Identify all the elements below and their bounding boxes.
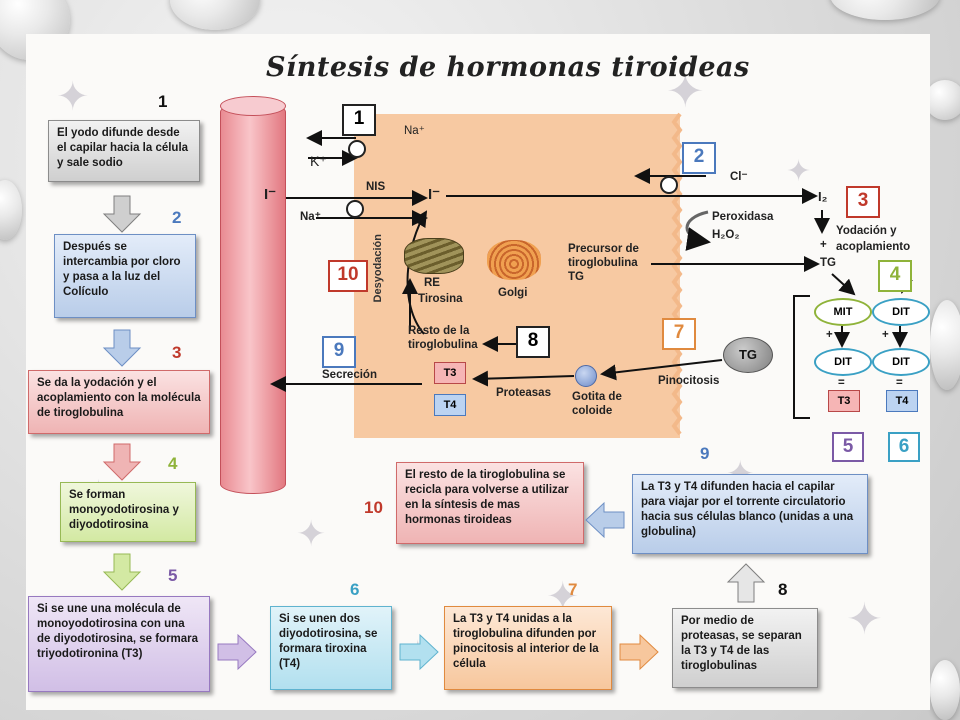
- label-i2: I₂: [818, 189, 828, 204]
- label-plus-1: +: [820, 239, 827, 251]
- label-secrecion: Secreción: [322, 369, 377, 381]
- label-h2o2: H₂O₂: [712, 229, 740, 241]
- slide-panel: ✦ ✦ ✦ ✦ ✦ ✦ ✦ ✦ ✦ ✦ Síntesis de hormonas…: [26, 34, 930, 710]
- endoplasmic-reticulum-icon: [404, 238, 464, 274]
- label-i-cell: I⁻: [428, 186, 441, 203]
- label-na-bottom: Na⁺: [300, 211, 321, 223]
- label-tg-right: TG: [820, 257, 836, 269]
- diagram-arrows: [102, 112, 913, 671]
- diagram-box-3: 3: [846, 186, 880, 218]
- step-7-box: La T3 y T4 unidas a la tiroglobulina dif…: [444, 606, 612, 690]
- nis-transporter-icon: [346, 200, 364, 218]
- step-1-box: El yodo difunde desde el capilar hacia l…: [48, 120, 200, 182]
- label-re: RE: [424, 277, 440, 289]
- label-equals-right: =: [896, 377, 903, 389]
- dit-oval-right: DIT: [872, 348, 930, 376]
- diagram-box-9: 9: [322, 336, 356, 368]
- star-decoration: ✦: [296, 514, 327, 555]
- step-10-box: El resto de la tiroglobulina se recicla …: [396, 462, 584, 544]
- step-2-box: Después se intercambia por cloro y pasa …: [54, 234, 196, 318]
- diagram-box-4: 4: [878, 260, 912, 292]
- pendrin-transporter-icon: [660, 176, 678, 194]
- golgi-icon: [487, 240, 541, 280]
- diagram-box-6: 6: [888, 432, 920, 462]
- decorative-bubble: [930, 660, 960, 720]
- step-4-box: Se forman monoyodotirosina y diyodotiros…: [60, 482, 196, 542]
- mit-oval: MIT: [814, 298, 872, 326]
- label-equals-left: =: [838, 377, 845, 389]
- dit-oval-left: DIT: [814, 348, 872, 376]
- step-number-6: 6: [350, 580, 360, 599]
- diagram-box-10: 10: [328, 260, 368, 292]
- step-number-8: 8: [778, 580, 788, 599]
- tg-molecule: TG: [723, 337, 773, 373]
- t3-molecule: T3: [434, 362, 466, 384]
- label-precursor: Precursor de tiroglobulina TG: [568, 243, 639, 283]
- diagram-box-8: 8: [516, 326, 550, 358]
- decorative-bubble: [930, 300, 960, 390]
- label-golgi: Golgi: [498, 287, 528, 299]
- step-8-box: Por medio de proteasas, se separan la T3…: [672, 608, 818, 688]
- diagram-box-1: 1: [342, 104, 376, 136]
- t4-molecule: T4: [434, 394, 466, 416]
- page-title: Síntesis de hormonas tiroideas: [266, 52, 750, 83]
- label-resto-tiroglobulina: Resto de la tiroglobulina: [408, 325, 478, 351]
- decorative-bubble: [830, 0, 940, 20]
- star-decoration: ✦: [786, 154, 812, 189]
- decorative-bubble: [925, 80, 960, 120]
- step-number-9: 9: [700, 444, 710, 463]
- diagram-box-2: 2: [682, 142, 716, 174]
- colloid-droplet-icon: [575, 365, 597, 387]
- label-plus-mit: +: [826, 329, 833, 341]
- label-plus-dit: +: [882, 329, 889, 341]
- step-5-box: Si se une una molécula de monoyodotirosi…: [28, 596, 210, 692]
- step-9-box: La T3 y T4 difunden hacia el capilar par…: [632, 474, 868, 554]
- step-number-1: 1: [158, 92, 168, 111]
- label-gotita: Gotita de coloide: [572, 391, 622, 417]
- t4-result: T4: [886, 390, 918, 412]
- step-3-box: Se da la yodación y el acoplamiento con …: [28, 370, 210, 434]
- star-decoration: ✦: [56, 74, 90, 120]
- step-number-3: 3: [172, 343, 182, 362]
- diagram-box-5: 5: [832, 432, 864, 462]
- label-k: K⁺: [310, 153, 327, 169]
- label-pinocitosis: Pinocitosis: [658, 375, 720, 387]
- dit-oval-top: DIT: [872, 298, 930, 326]
- label-acoplamiento: acoplamiento: [836, 241, 911, 253]
- step-number-5: 5: [168, 566, 178, 585]
- step-number-7: 7: [568, 580, 578, 599]
- label-tirosina: Tirosina: [418, 293, 463, 305]
- label-proteasas: Proteasas: [496, 387, 551, 399]
- label-yodacion: Yodación y: [836, 225, 897, 237]
- na-k-pump-icon: [348, 140, 366, 158]
- label-na-top: Na⁺: [404, 125, 425, 137]
- step-number-4: 4: [168, 454, 178, 473]
- label-peroxidasa: Peroxidasa: [712, 211, 774, 223]
- capillary-top: [220, 96, 286, 116]
- t3-result: T3: [828, 390, 860, 412]
- label-cl: Cl⁻: [730, 171, 748, 183]
- label-i-capillary: I⁻: [264, 186, 277, 203]
- label-desyodacion: Desyodación: [372, 234, 384, 303]
- step-6-box: Si se unen dos diyodotirosina, se formar…: [270, 606, 392, 690]
- step-number-10: 10: [364, 498, 383, 517]
- label-nis: NIS: [366, 181, 386, 193]
- star-decoration: ✦: [666, 64, 705, 118]
- star-decoration: ✦: [846, 594, 883, 645]
- capillary: [220, 102, 286, 494]
- diagram-box-7: 7: [662, 318, 696, 350]
- step-number-2: 2: [172, 208, 182, 227]
- decorative-bubble: [0, 180, 22, 240]
